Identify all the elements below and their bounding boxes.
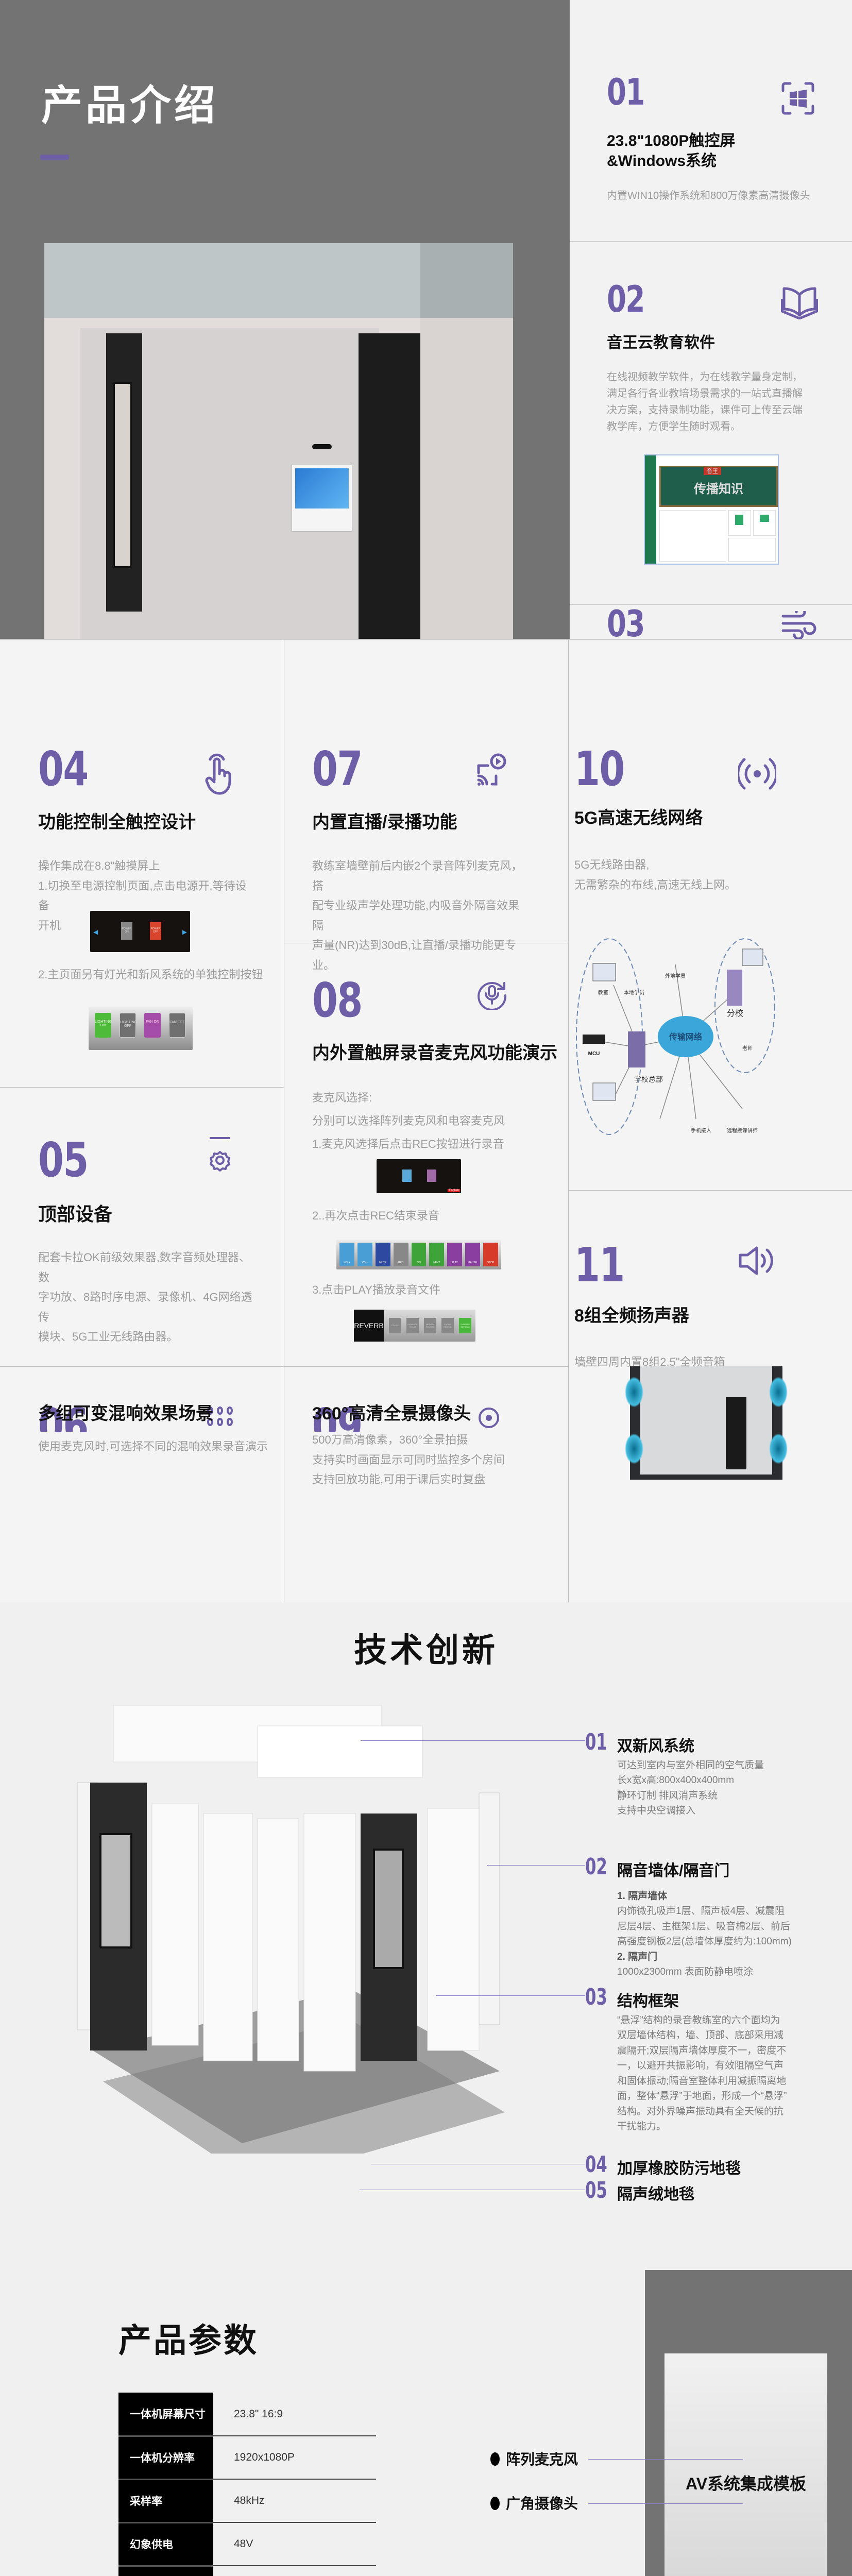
av-label-camera: 广角摄像头: [490, 2493, 578, 2513]
power-control-screenshot: ◀ ▶ POWER ON POWER OFF: [90, 911, 190, 952]
step-text: 2..再次点击REC结束录音: [312, 1209, 439, 1222]
fan-on-button: FAN ON: [144, 1013, 161, 1038]
av-template-title: AV系统集成模板: [685, 2475, 807, 2493]
feature-description: 内置WIN10操作系统和800万像素高清摄像头: [607, 190, 810, 201]
lighting-on-button: LIGHTING ON: [95, 1013, 112, 1038]
mic-refresh-icon: [476, 979, 507, 1011]
tech-section-title: 技术创新: [354, 1632, 498, 1669]
touch-hand-icon: [205, 749, 234, 796]
open-book-icon: [780, 283, 819, 320]
feature-02: 02 音王云教育软件 在线视频教学软件，为在线教学量身定制， 满足各行各业教培场…: [570, 242, 852, 605]
table-row: 频率响应20-20KHz±0.2dBTHD+N≤0.003% @4dBu: [118, 2566, 376, 2576]
feature-title: 23.8"1080P触控屏 &Windows系统: [607, 132, 736, 170]
power-off-button: POWER OFF: [150, 922, 161, 940]
feature-10: 10 5G高速无线网络 5G无线路由器, 无需繁杂的布线,高速无线上网。 传输网…: [568, 640, 852, 1190]
intro-hero-panel: 产品介绍: [0, 0, 570, 676]
feature-title: 音王云教育软件: [607, 334, 715, 351]
feature-08: 08 内外置触屏录音麦克风功能演示 麦克风选择: 分别可以选择阵列麦克风和电容麦…: [284, 943, 568, 1366]
feature-title: 功能控制全触控设计: [38, 812, 196, 832]
feature-description: 2.主页面另有灯光和新风系统的单独控制按钮: [38, 968, 263, 981]
booth-product-image: [44, 243, 513, 691]
feature-description: 操作集成在8.8"触摸屏上 1.切换至电源控制页面,点击电源开,等待设备 开机: [38, 859, 247, 932]
speaker-icon: [738, 1246, 775, 1276]
wind-icon: [781, 606, 818, 641]
feature-title: 内置直播/录播功能: [312, 812, 457, 832]
network-diagram: 传输网络 学校总部 分校 MCU 教室 本地学员 外地学员 手机接入 远程授课讲…: [572, 934, 778, 1150]
feature-07: 07 内置直播/录播功能 教练室墙壁前后内嵌2个录音阵列麦克风，搭 配专业级声学…: [284, 640, 568, 972]
feature-04: 04 功能控制全触控设计 操作集成在8.8"触摸屏上 1.切换至电源控制页面,点…: [0, 640, 284, 1087]
feature-description: 墙壁四周内置8组2.5"全频音箱: [574, 1355, 725, 1368]
feature-05: 05 顶部设备 配套卡拉OK前级效果器,数字音频处理器、数 字功放、8路时序电源…: [0, 1087, 284, 1366]
svg-text:外地学员: 外地学员: [665, 973, 686, 979]
feature-01: 01 23.8"1080P触控屏 &Windows系统 内置WIN10操作系统和…: [570, 0, 852, 242]
feature-description: 教练室墙壁前后内嵌2个录音阵列麦克风，搭 配专业级声学处理功能,内吸音外隔音效果…: [312, 859, 523, 972]
reverb-buttons-screenshot: REVERB STUDIO KARAOKE ROOM MEDIUM RECITA…: [354, 1310, 475, 1342]
software-screenshot: 传播知识 音王: [644, 454, 779, 565]
feature-title: 顶部设备: [38, 1204, 113, 1225]
svg-text:本地学员: 本地学员: [624, 989, 644, 996]
feature-description: 麦克风选择: 分别可以选择阵列麦克风和电容麦克风 1.麦克风选择后点击REC按钮…: [312, 1091, 505, 1151]
intro-feature-list: 01 23.8"1080P触控屏 &Windows系统 内置WIN10操作系统和…: [570, 0, 852, 726]
language-badge: English: [448, 1189, 460, 1192]
webcam-icon: [477, 1406, 501, 1433]
dots-grid-icon: [206, 1406, 234, 1433]
feature-number: 02: [607, 278, 645, 320]
array-mic-button: [402, 1170, 412, 1182]
feature-description-06: 使用麦克风时,可选择不同的混响效果录音演示: [38, 1440, 268, 1453]
svg-text:分校: 分校: [727, 1009, 743, 1018]
svg-text:MCU: MCU: [588, 1051, 600, 1057]
feature-number: 03: [607, 603, 645, 645]
feature-number: 08: [312, 973, 363, 1028]
feature-number: 07: [312, 741, 363, 796]
speaker-layout-image: [625, 1366, 788, 1480]
features-grid-section: 04 功能控制全触控设计 操作集成在8.8"触摸屏上 1.切换至电源控制页面,点…: [0, 639, 852, 1450]
title-accent-bar: [40, 155, 69, 160]
transport-buttons-screenshot: VOL+ VOL- MUTE REC ON NEXT PLAY PAUSE ST…: [336, 1240, 501, 1269]
svg-text:手机接入: 手机接入: [691, 1127, 711, 1134]
av-panel-upper: [664, 2353, 827, 2576]
feature-title: 5G高速无线网络: [574, 808, 703, 828]
fan-off-button: FAN OFF: [169, 1013, 185, 1038]
feature-description-09: 500万高清像素，360°全景拍摄 支持实时画面显示可同时监控多个房间 支持回放…: [312, 1433, 505, 1486]
svg-text:老师: 老师: [742, 1045, 753, 1052]
feature-description: 在线视频教学软件，为在线教学量身定制， 满足各行各业教培场景需求的一站式直播解 …: [607, 371, 803, 432]
svg-text:教室: 教室: [598, 989, 608, 996]
gear-icon: [208, 1137, 232, 1183]
feature-title-09: 360°高清全景摄像头: [312, 1404, 471, 1423]
feature-title: 内外置触屏录音麦克风功能演示: [312, 1043, 557, 1063]
feature-number: 05: [38, 1132, 89, 1188]
svg-text:学校总部: 学校总部: [634, 1075, 663, 1083]
exploded-booth-image: [62, 1690, 525, 2184]
feature-number: 11: [574, 1238, 625, 1293]
feature-number: 04: [38, 741, 89, 796]
feature-number: 10: [574, 741, 625, 796]
intro-title: 产品介绍: [41, 82, 218, 128]
av-label-array-mic: 阵列麦克风: [490, 2448, 578, 2469]
windows-scan-icon: [781, 81, 815, 115]
step-text: 3.点击PLAY播放录音文件: [312, 1283, 440, 1296]
cast-play-icon: [475, 750, 506, 794]
svg-text:远程授课讲师: 远程授课讲师: [727, 1127, 758, 1134]
lighting-off-button: LIGHTING OFF: [120, 1013, 137, 1038]
svg-text:传输网络: 传输网络: [669, 1032, 702, 1042]
feature-title-06: 多组可变混响效果场景: [38, 1404, 213, 1423]
feature-number: 01: [607, 71, 645, 113]
wireless-signal-icon: [737, 751, 778, 796]
params-title: 产品参数: [118, 2322, 259, 2359]
power-on-button: POWER ON: [121, 922, 132, 940]
tech-innovation-section: 多组可变混响效果场景 使用麦克风时,可选择不同的混响效果录音演示 360°高清全…: [0, 1366, 852, 2246]
condenser-mic-button: [427, 1170, 436, 1182]
feature-description: 5G无线路由器, 无需繁杂的布线,高速无线上网。: [574, 858, 737, 891]
mic-select-screenshot: English: [377, 1159, 461, 1193]
feature-description: 配套卡拉OK前级效果器,数字音频处理器、数 字功放、8路时序电源、录像机、4G网…: [38, 1251, 252, 1343]
product-intro-section: 产品介绍 01 23.8"1080P触控屏 &Windows系统 内置WIN10…: [0, 0, 852, 726]
lighting-fan-buttons: LIGHTING ON LIGHTING OFF FAN ON FAN OFF: [89, 1007, 193, 1050]
feature-title: 8组全频扬声器: [574, 1306, 689, 1326]
